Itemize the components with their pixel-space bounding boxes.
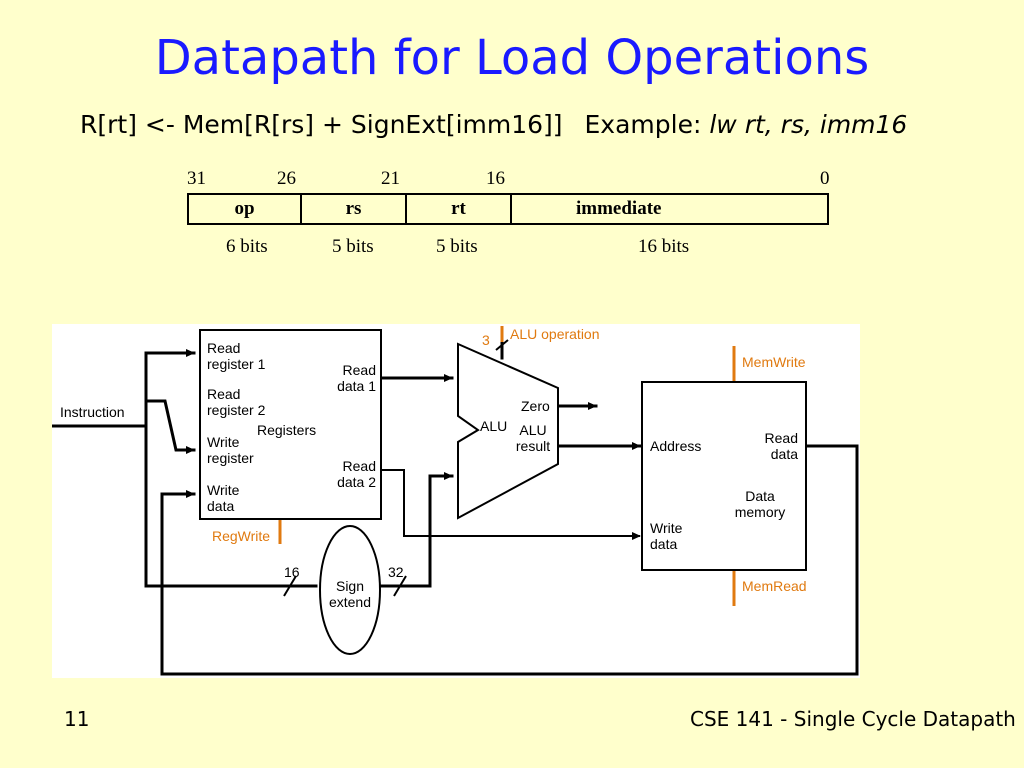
- bit-position-16: 16: [486, 168, 505, 189]
- field-op: op: [234, 198, 255, 219]
- width-rt: 5 bits: [436, 236, 478, 257]
- label-write-data-mem: Write data: [650, 520, 683, 552]
- slash-16: [283, 575, 297, 597]
- wire-sign-to-alu: [352, 472, 454, 588]
- field-rt: rt: [405, 195, 510, 223]
- label-16: 16: [284, 564, 300, 580]
- label-alu-op-bits: 3: [482, 332, 490, 348]
- label-memwrite: MemWrite: [742, 354, 806, 370]
- slide-subtitle: R[rt] <- Mem[R[rs] + SignExt[imm16]] Exa…: [80, 110, 907, 139]
- label-read-data-2: Read data 2: [337, 458, 376, 490]
- label-address: Address: [650, 438, 702, 454]
- label-zero: Zero: [521, 398, 550, 414]
- label-registers: Registers: [257, 422, 317, 438]
- data-memory: [641, 381, 807, 571]
- wire-read-data2-mem: [381, 469, 641, 540]
- width-immediate: 16 bits: [638, 236, 690, 257]
- wire-read-reg2-branch: [144, 399, 196, 454]
- label-read-data-mem: Read data: [764, 430, 798, 462]
- bit-position-31: 31: [187, 168, 206, 189]
- rtl-expression: R[rt] <- Mem[R[rs] + SignExt[imm16]]: [80, 110, 563, 139]
- label-write-register: Write register: [207, 434, 254, 466]
- example-args: rt, rs, imm16: [744, 110, 908, 139]
- instruction-format-box: op rs rt immediate: [187, 193, 829, 225]
- label-sign-extend: Sign extend: [328, 578, 372, 610]
- slash-32: [393, 575, 407, 597]
- field-immediate: immediate: [510, 195, 827, 223]
- width-op: 6 bits: [226, 236, 268, 257]
- register-file: [199, 329, 382, 520]
- bit-position-26: 26: [277, 168, 296, 189]
- label-memread: MemRead: [742, 578, 807, 594]
- slide-title: Datapath for Load Operations: [154, 30, 870, 86]
- label-alu-result: ALU result: [515, 422, 551, 454]
- page-number: 11: [64, 707, 90, 731]
- width-rs: 5 bits: [332, 236, 374, 257]
- label-read-register-2: Read register 2: [207, 386, 266, 418]
- field-rs: rs: [300, 195, 405, 223]
- label-read-data-1: Read data 1: [337, 362, 376, 394]
- label-instruction: Instruction: [60, 404, 125, 420]
- label-32: 32: [388, 564, 404, 580]
- label-read-register-1: Read register 1: [207, 340, 266, 372]
- datapath-wires: [52, 326, 859, 676]
- alu-shape: [457, 342, 559, 520]
- sign-extend-unit: [319, 525, 381, 655]
- example-label: Example:: [584, 110, 702, 139]
- example-opcode: lw: [709, 110, 737, 139]
- footer-course: CSE 141 - Single Cycle Datapath: [690, 707, 1016, 731]
- wire-writeback: [160, 444, 859, 676]
- label-alu: ALU: [480, 418, 508, 434]
- bit-position-21: 21: [381, 168, 400, 189]
- label-write-data-reg: Write data: [207, 482, 240, 514]
- label-alu-operation: ALU operation: [510, 326, 600, 342]
- datapath-diagram: Instruction Read register 1 Read registe…: [52, 324, 860, 678]
- bit-position-0: 0: [820, 168, 830, 189]
- label-regwrite: RegWrite: [212, 528, 271, 544]
- slash-3: [495, 339, 509, 351]
- label-data-memory: Data memory: [734, 488, 786, 520]
